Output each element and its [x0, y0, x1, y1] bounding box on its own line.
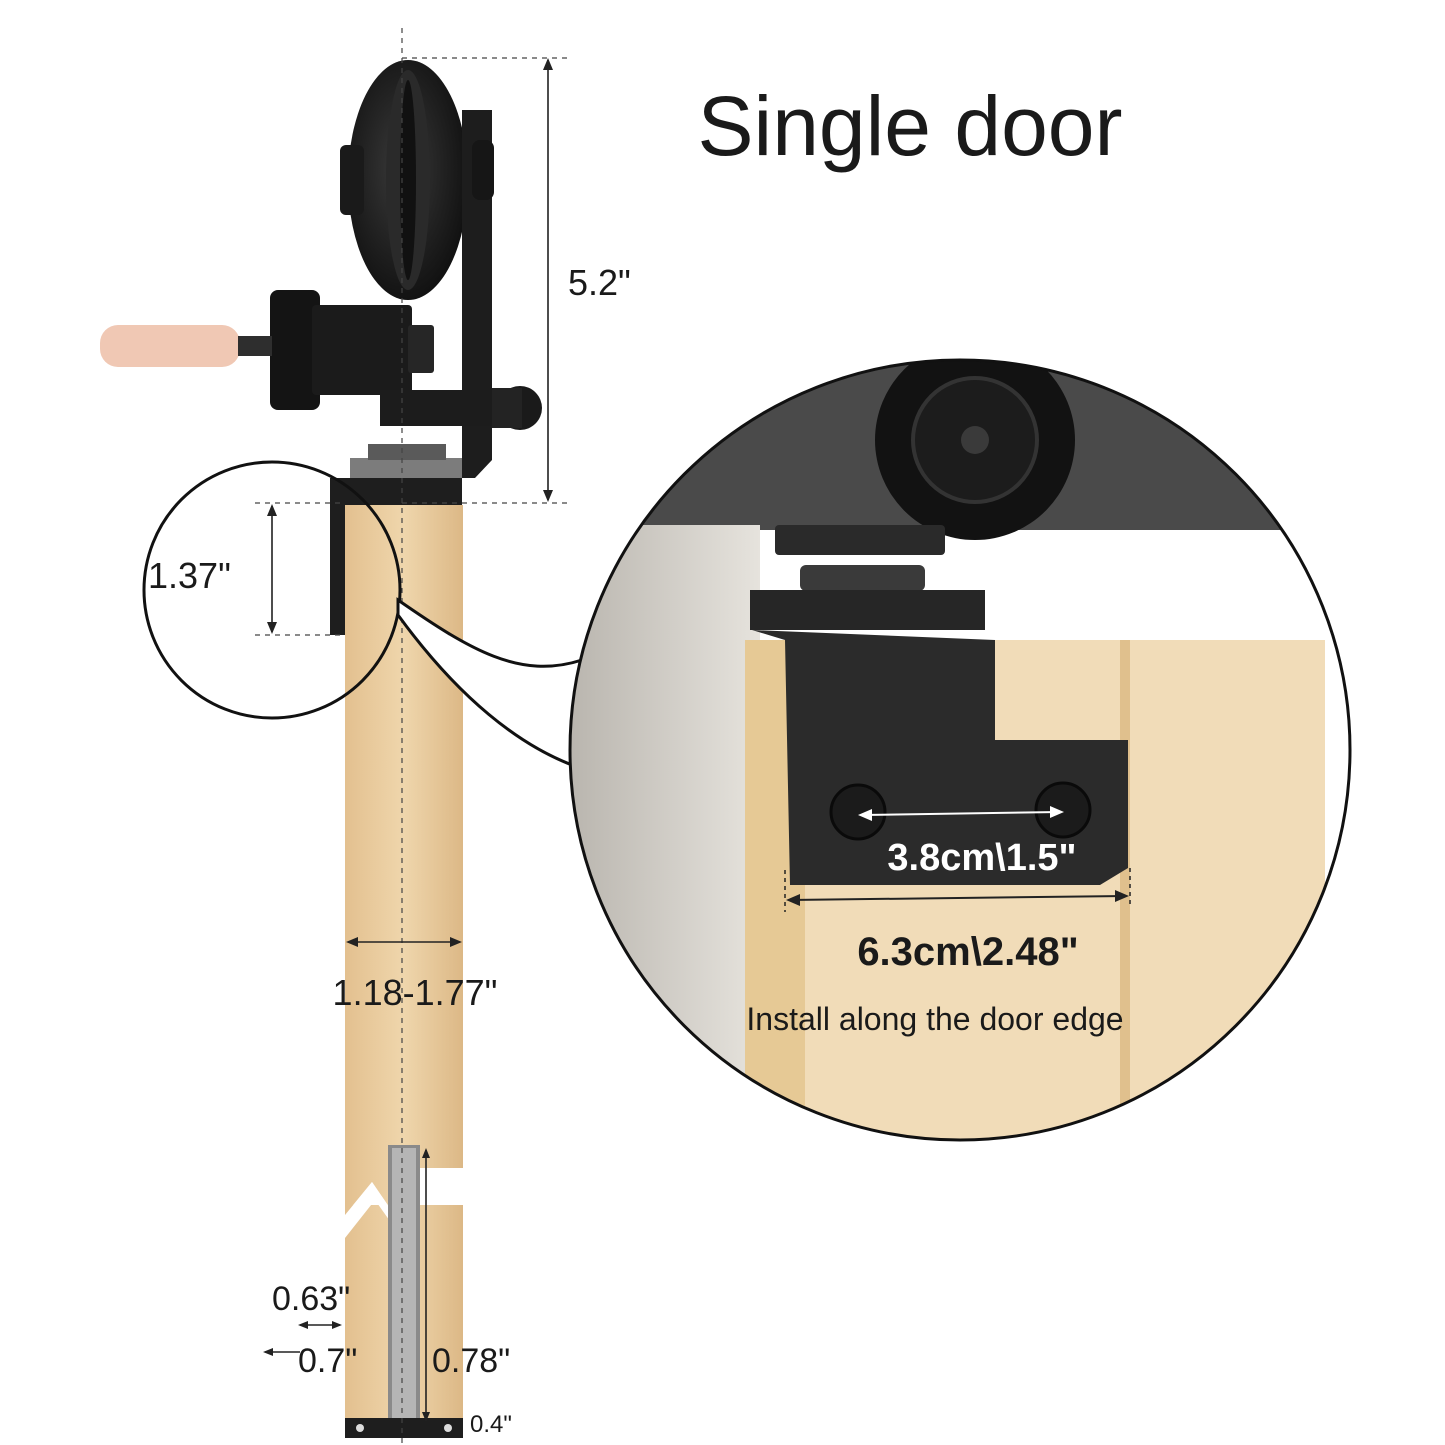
door-bracket [330, 478, 462, 635]
label-instruction: Install along the door edge [746, 1001, 1123, 1037]
label-door-thickness: 1.18-1.77" [333, 972, 498, 1013]
label-bracket-width: 6.3cm\2.48" [857, 930, 1078, 974]
dimension-guides [255, 28, 570, 1445]
label-guide-base: 0.4" [470, 1411, 512, 1438]
callout-circle-small [142, 460, 402, 720]
detail-circle-border [568, 358, 1352, 1142]
label-guide-width: 0.7" [298, 1342, 357, 1380]
hanger-strap [462, 110, 492, 478]
floor-guide [345, 1145, 463, 1438]
wall-spacer [270, 290, 320, 410]
dimension-arrows [263, 58, 553, 1422]
label-guide-height: 0.78" [432, 1342, 510, 1380]
label-bracket-height: 1.37" [148, 555, 231, 596]
detail-screw-right [1034, 781, 1092, 839]
title: Single door [698, 79, 1123, 173]
label-hole-spacing: 3.8cm\1.5" [887, 837, 1076, 879]
wood-dowel [100, 325, 240, 367]
hanger-assembly [100, 60, 542, 635]
label-guide-offset: 0.63" [272, 1280, 350, 1318]
label-hanger-height: 5.2" [568, 262, 631, 303]
detail-screw-left [829, 783, 887, 841]
